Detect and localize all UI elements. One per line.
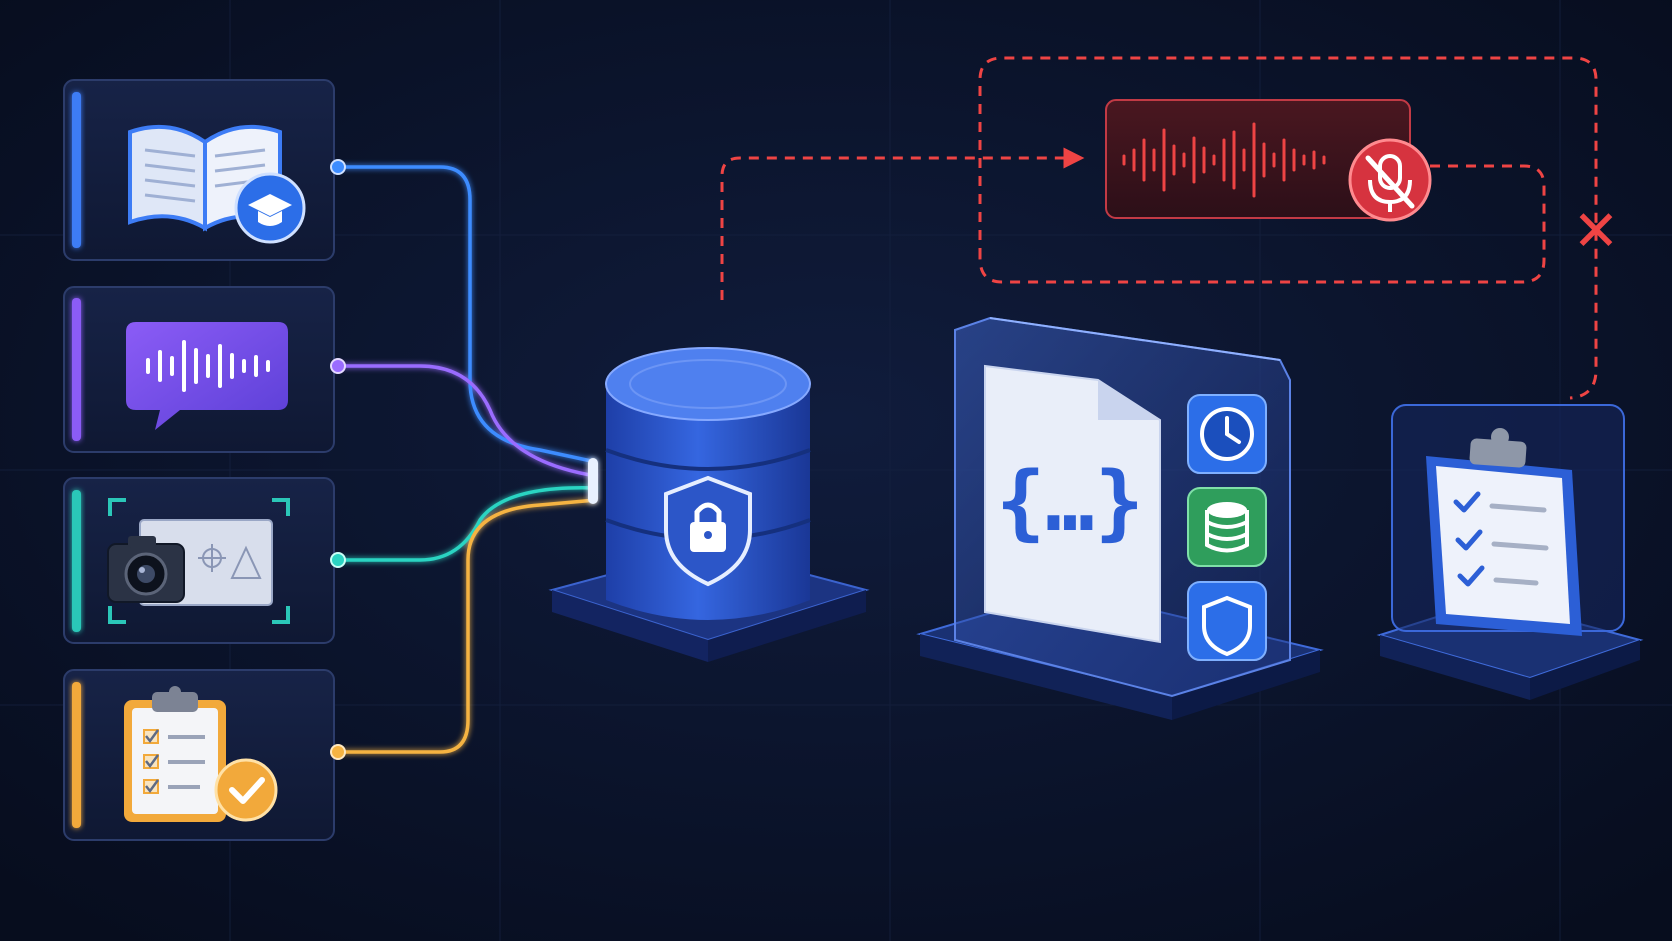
clipboard-checklist-icon xyxy=(124,686,226,822)
metadata-badges xyxy=(1187,394,1267,661)
voice-message-icon xyxy=(126,322,288,430)
input-card-books xyxy=(63,79,335,261)
input-card-voice xyxy=(63,286,335,453)
camera-icon xyxy=(107,536,185,603)
shield-lock-icon xyxy=(664,475,752,587)
blocked-x-icon: ✕ xyxy=(1573,199,1620,264)
clipboard-result-icon xyxy=(1426,428,1582,636)
json-document-icon: {…} xyxy=(984,364,1161,644)
json-braces-label: {…} xyxy=(996,455,1144,550)
red-path-loop-inner xyxy=(978,164,1546,284)
shield-icon xyxy=(1187,581,1267,661)
graduation-cap-icon xyxy=(234,172,306,244)
microphone-off-icon xyxy=(1348,138,1432,222)
red-path-db-to-audio xyxy=(720,147,1085,300)
check-circle-icon xyxy=(214,758,278,822)
connector-voice xyxy=(338,364,597,478)
clock-icon xyxy=(1187,394,1267,474)
input-card-photo xyxy=(63,477,335,644)
database-small-icon xyxy=(1187,487,1267,567)
input-card-checklist xyxy=(63,669,335,841)
audio-waveform-icon xyxy=(1105,99,1411,219)
connector-endpoints xyxy=(330,159,598,760)
blocked-path xyxy=(720,56,1598,400)
blocked-x-mark: ✕ xyxy=(1573,199,1620,264)
red-path-loop-outer xyxy=(978,56,1598,400)
connector-photo xyxy=(338,486,597,562)
connector-checklist xyxy=(338,498,597,754)
input-connectors xyxy=(338,165,597,754)
